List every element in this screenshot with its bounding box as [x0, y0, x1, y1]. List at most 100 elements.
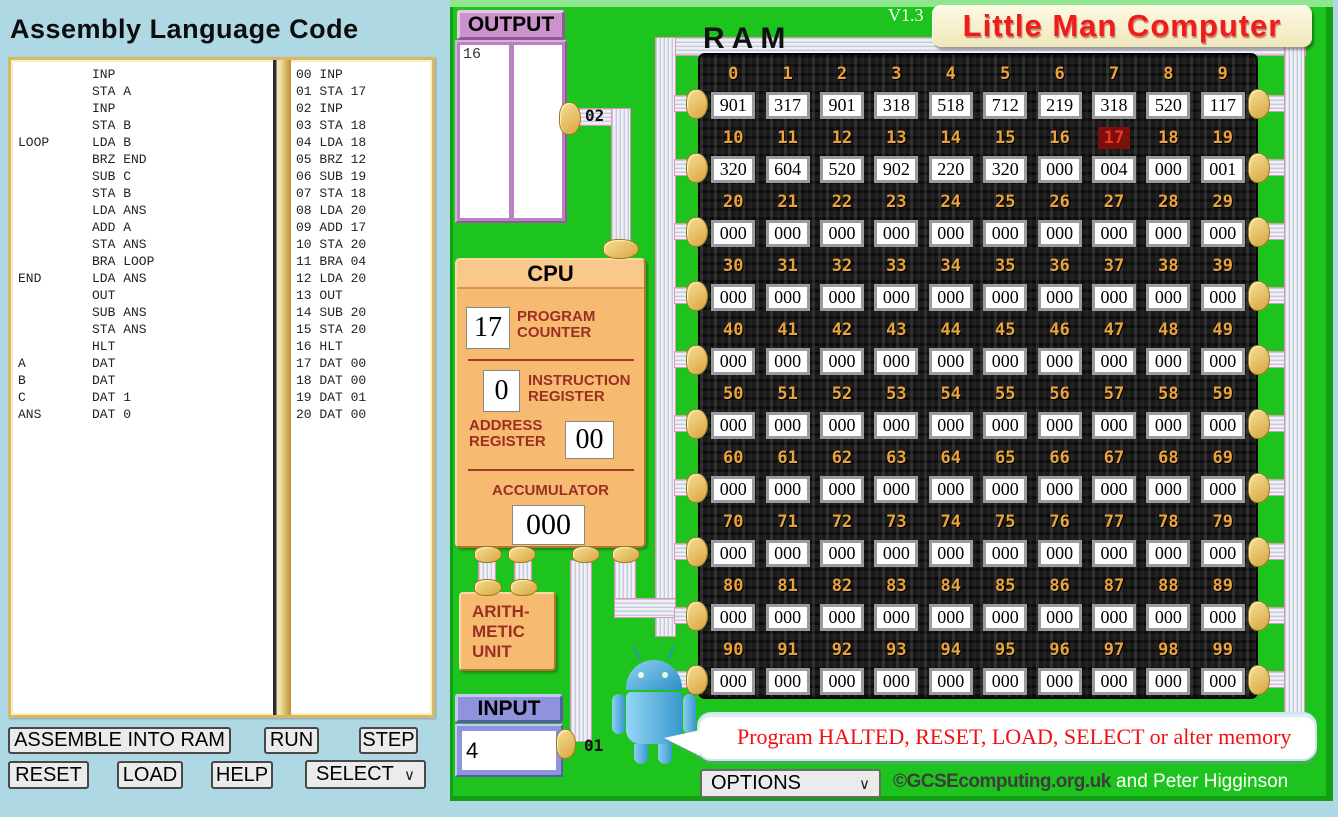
ram-cell[interactable]: 000 [1037, 604, 1082, 631]
ram-cell[interactable]: 520 [819, 156, 864, 183]
ram-cell[interactable]: 000 [983, 412, 1028, 439]
ram-cell[interactable]: 000 [765, 220, 810, 247]
ram-cell[interactable]: 000 [819, 412, 864, 439]
ram-cell[interactable]: 000 [711, 284, 756, 311]
ram-cell[interactable]: 000 [874, 412, 919, 439]
ram-cell[interactable]: 000 [1146, 156, 1191, 183]
ram-cell[interactable]: 000 [874, 540, 919, 567]
ram-cell[interactable]: 219 [1037, 92, 1082, 119]
select-dropdown[interactable]: SELECT ∨ [305, 760, 426, 789]
ram-cell[interactable]: 000 [1200, 284, 1245, 311]
ram-cell[interactable]: 520 [1146, 92, 1191, 119]
ram-cell[interactable]: 000 [819, 476, 864, 503]
ram-cell[interactable]: 220 [928, 156, 973, 183]
ram-cell[interactable]: 000 [1146, 348, 1191, 375]
ram-cell[interactable]: 604 [765, 156, 810, 183]
ram-cell[interactable]: 000 [874, 348, 919, 375]
ram-cell[interactable]: 000 [983, 668, 1028, 695]
ram-cell[interactable]: 000 [1200, 348, 1245, 375]
ram-cell[interactable]: 000 [1146, 668, 1191, 695]
ram-cell[interactable]: 000 [1146, 540, 1191, 567]
ram-cell[interactable]: 000 [711, 348, 756, 375]
ram-cell[interactable]: 000 [1037, 476, 1082, 503]
ram-cell[interactable]: 000 [1146, 604, 1191, 631]
ram-cell[interactable]: 318 [1091, 92, 1136, 119]
ram-cell[interactable]: 000 [1200, 412, 1245, 439]
ram-cell[interactable]: 000 [928, 412, 973, 439]
ram-cell[interactable]: 000 [711, 412, 756, 439]
ram-cell[interactable]: 000 [983, 284, 1028, 311]
ram-cell[interactable]: 000 [1200, 540, 1245, 567]
ram-cell[interactable]: 518 [928, 92, 973, 119]
ram-cell[interactable]: 000 [711, 220, 756, 247]
ram-cell[interactable]: 000 [1200, 668, 1245, 695]
load-button[interactable]: LOAD [117, 761, 183, 789]
ram-cell[interactable]: 318 [874, 92, 919, 119]
ram-cell[interactable]: 000 [765, 604, 810, 631]
ram-cell[interactable]: 317 [765, 92, 810, 119]
ram-cell[interactable]: 901 [711, 92, 756, 119]
ram-cell[interactable]: 320 [983, 156, 1028, 183]
ram-cell[interactable]: 000 [819, 220, 864, 247]
ram-cell[interactable]: 000 [983, 476, 1028, 503]
ram-cell[interactable]: 902 [874, 156, 919, 183]
ram-cell[interactable]: 000 [1091, 476, 1136, 503]
ram-cell[interactable]: 000 [1200, 220, 1245, 247]
ram-cell[interactable]: 712 [983, 92, 1028, 119]
ram-cell[interactable]: 000 [928, 348, 973, 375]
ram-cell[interactable]: 000 [983, 540, 1028, 567]
ram-cell[interactable]: 000 [1091, 220, 1136, 247]
assemble-into-ram-button[interactable]: ASSEMBLE INTO RAM [8, 727, 231, 754]
options-dropdown[interactable]: OPTIONS ∨ [700, 769, 881, 798]
ram-cell[interactable]: 000 [874, 668, 919, 695]
ram-cell[interactable]: 000 [983, 348, 1028, 375]
ram-cell[interactable]: 000 [1091, 348, 1136, 375]
step-button[interactable]: STEP [359, 727, 418, 754]
ram-cell[interactable]: 000 [928, 668, 973, 695]
ram-cell[interactable]: 000 [1037, 412, 1082, 439]
ram-cell[interactable]: 000 [711, 604, 756, 631]
ram-cell[interactable]: 000 [1037, 540, 1082, 567]
run-button[interactable]: RUN [264, 727, 319, 754]
ram-cell[interactable]: 000 [874, 284, 919, 311]
ram-cell[interactable]: 000 [1037, 348, 1082, 375]
ram-cell[interactable]: 000 [1091, 284, 1136, 311]
ram-cell[interactable]: 000 [1200, 476, 1245, 503]
ram-cell[interactable]: 000 [874, 476, 919, 503]
ram-cell[interactable]: 000 [874, 604, 919, 631]
ram-cell[interactable]: 000 [1091, 540, 1136, 567]
ram-cell[interactable]: 117 [1200, 92, 1245, 119]
ram-cell[interactable]: 000 [928, 604, 973, 631]
ram-cell[interactable]: 000 [1200, 604, 1245, 631]
ram-cell[interactable]: 000 [819, 540, 864, 567]
ram-cell[interactable]: 000 [1146, 220, 1191, 247]
ram-cell[interactable]: 004 [1091, 156, 1136, 183]
ram-cell[interactable]: 000 [928, 220, 973, 247]
ram-cell[interactable]: 000 [1037, 668, 1082, 695]
ram-cell[interactable]: 000 [765, 284, 810, 311]
ram-cell[interactable]: 000 [711, 668, 756, 695]
ram-cell[interactable]: 000 [1146, 284, 1191, 311]
ram-cell[interactable]: 000 [874, 220, 919, 247]
ram-cell[interactable]: 000 [1091, 604, 1136, 631]
ram-cell[interactable]: 000 [765, 348, 810, 375]
ram-cell[interactable]: 000 [1146, 476, 1191, 503]
ram-cell[interactable]: 000 [765, 540, 810, 567]
ram-cell[interactable]: 320 [711, 156, 756, 183]
ram-cell[interactable]: 901 [819, 92, 864, 119]
reset-button[interactable]: RESET [8, 761, 89, 789]
ram-cell[interactable]: 000 [1037, 220, 1082, 247]
ram-cell[interactable]: 000 [1146, 412, 1191, 439]
ram-cell[interactable]: 000 [765, 476, 810, 503]
input-field[interactable]: 4 [462, 731, 556, 770]
ram-cell[interactable]: 000 [1037, 284, 1082, 311]
ram-cell[interactable]: 000 [1037, 156, 1082, 183]
ram-cell[interactable]: 000 [1091, 412, 1136, 439]
ram-cell[interactable]: 000 [765, 412, 810, 439]
ram-cell[interactable]: 000 [711, 476, 756, 503]
ram-cell[interactable]: 000 [983, 220, 1028, 247]
ram-cell[interactable]: 000 [819, 348, 864, 375]
ram-cell[interactable]: 000 [1091, 668, 1136, 695]
ram-cell[interactable]: 000 [928, 284, 973, 311]
